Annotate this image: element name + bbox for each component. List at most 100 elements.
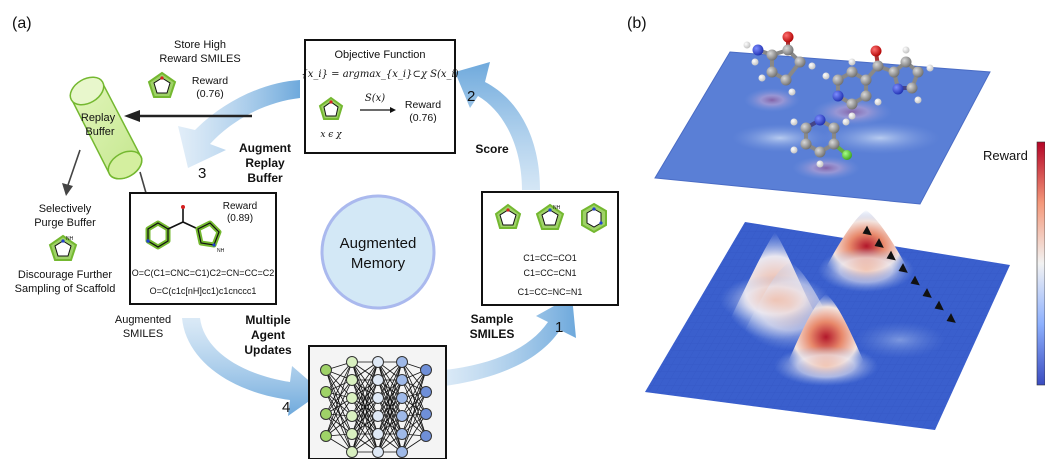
step3-line1: Augment (239, 141, 291, 155)
memory-line1: Augmented (340, 235, 417, 252)
augmented-smiles-line2: SMILES (123, 328, 163, 340)
sample-smiles-2: C1=CC=CN1 (523, 268, 576, 278)
top-reward-plane (654, 51, 991, 205)
pyrrole-icon-sample: NH (535, 203, 565, 230)
colorbar (1036, 141, 1045, 386)
nn-edge (325, 391, 353, 435)
nn-edge (401, 361, 427, 437)
store-arrow (124, 110, 252, 122)
nn-edge (325, 413, 353, 453)
nn-edge (401, 361, 427, 415)
augmented-smiles-line1: Augmented (115, 314, 171, 326)
nn-edge (401, 391, 427, 435)
objective-domain: x ϵ χ (320, 130, 342, 140)
nn-node (372, 428, 384, 440)
descent-arrow-icon (886, 250, 896, 261)
arrow-bottom-left (182, 318, 322, 416)
nn-edge (401, 369, 427, 435)
colorbar-label: Reward (983, 148, 1028, 163)
nn-edge (325, 369, 353, 435)
objective-reward-value: (0.76) (409, 112, 436, 124)
nn-edge (325, 379, 353, 415)
purge-line1: Selectively (39, 203, 92, 215)
nn-edge (325, 369, 353, 453)
aug-smiles-1: O=C(C1=CNC=C1)C2=CN=CC=C2 (132, 268, 275, 278)
step1-line1: Sample (471, 312, 514, 326)
descent-arrow-icon (922, 288, 932, 298)
nn-edge (377, 361, 403, 399)
step1-line2: SMILES (470, 327, 515, 341)
step4-number: 4 (282, 399, 290, 416)
descent-arrow-icon (934, 300, 944, 311)
step2-label: Score (475, 142, 509, 156)
furan-icon-objective (318, 96, 344, 120)
nn-edge (377, 379, 403, 453)
nn-edge (401, 379, 427, 415)
purge-line2: Purge Buffer (34, 217, 96, 229)
nn-edge (325, 361, 353, 415)
nh-icon: NH (66, 236, 74, 242)
nn-node (396, 446, 408, 458)
furan-icon-store (147, 71, 177, 98)
objective-reward-label: Reward (405, 99, 441, 111)
cycle-arrows (178, 62, 576, 416)
store-reward-label: Reward (192, 75, 228, 87)
step3-number: 3 (198, 165, 206, 182)
nn-node (396, 392, 408, 404)
nn-node (396, 374, 408, 386)
replay-buffer: Replay Buffer (69, 76, 143, 180)
objective-sx: S(x) (365, 93, 385, 104)
nn-node (346, 428, 358, 440)
sample-box: NH C1=CC=CO1 C1=CC=CN1 C1=CC=NC=N1 (481, 191, 619, 306)
nn-edge (401, 391, 427, 453)
nn-edge (401, 397, 427, 437)
nn-edge (401, 413, 427, 453)
nn-node (396, 428, 408, 440)
descent-arrows (862, 225, 956, 323)
purge-arrow (62, 149, 81, 196)
nn-edge (401, 361, 427, 393)
step2-number: 2 (467, 88, 475, 105)
nn-node (320, 364, 332, 376)
molecule-3 (790, 114, 852, 168)
panel-a-label: (a) (12, 15, 32, 32)
objective-formula: {x_i} = argmax_{x_i}⊂χ S(x_i) (301, 69, 458, 80)
nn-node (372, 410, 384, 422)
step3-line2: Replay (245, 156, 285, 170)
nn-node (420, 386, 432, 398)
nn-node (372, 446, 384, 458)
nn-node (420, 364, 432, 376)
nn-node (346, 392, 358, 404)
step4-line3: Updates (244, 343, 292, 357)
arrow-bottom-right (445, 296, 576, 386)
descent-arrow-icon (874, 238, 884, 248)
sample-smiles-3: C1=CC=NC=N1 (518, 287, 583, 297)
nn-edge (351, 397, 379, 453)
nn-edge (351, 361, 379, 417)
nn-edge (377, 397, 403, 453)
nn-edge (325, 397, 353, 437)
purge-line4: Sampling of Scaffold (15, 283, 116, 295)
buffer-line2: Buffer (85, 126, 114, 138)
furan-icon-sample (494, 203, 522, 229)
molecule-2 (822, 45, 934, 120)
nn-edge (325, 379, 353, 437)
nn-node (396, 410, 408, 422)
objective-function-box: Objective Function {x_i} = argmax_{x_i}⊂… (301, 39, 459, 154)
nn-node (346, 356, 358, 368)
nn-node (346, 374, 358, 386)
descent-arrow-icon (946, 313, 956, 323)
arrow-right (455, 62, 540, 190)
nn-edge (325, 369, 353, 399)
nn-node (420, 408, 432, 420)
sample-smiles-1: C1=CC=CO1 (523, 253, 577, 263)
buffer-line1: Replay (81, 112, 116, 124)
pyrimidine-icon-sample (581, 202, 607, 234)
objective-title: Objective Function (334, 49, 425, 61)
memory-line2: Memory (351, 255, 406, 272)
aug-reward-label: Reward (223, 201, 257, 212)
nn-node (372, 392, 384, 404)
nn-node (320, 430, 332, 442)
descent-arrow-icon (862, 225, 872, 236)
store-line1: Store High (174, 39, 226, 51)
